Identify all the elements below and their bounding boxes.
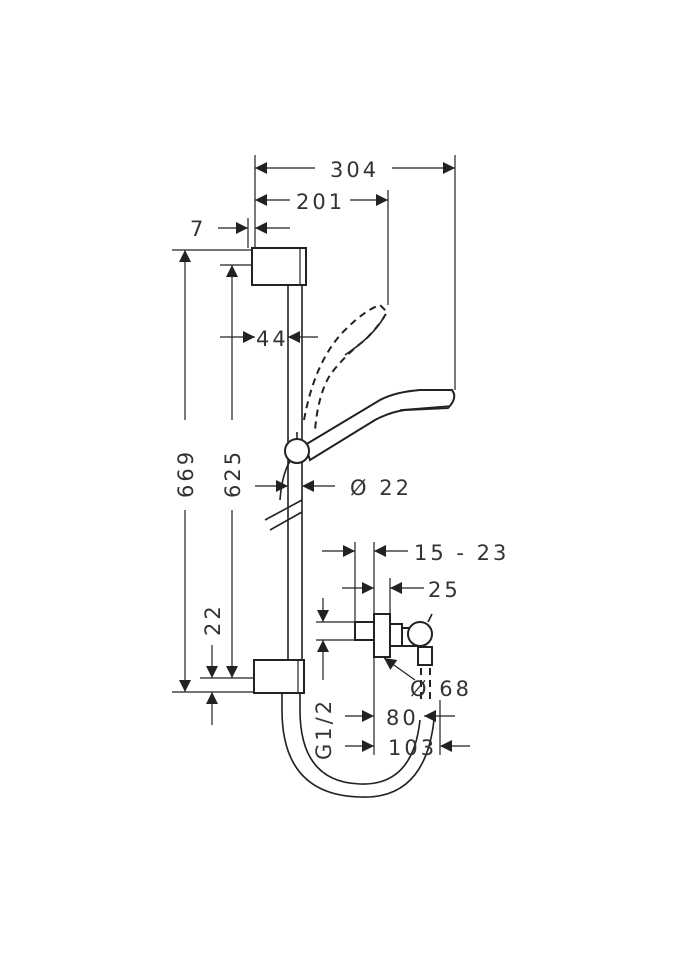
- dim-15-23: 15 - 23: [414, 541, 509, 565]
- hand-shower-tilted-outline: [303, 303, 389, 431]
- wall-outlet-valve: [354, 613, 433, 700]
- dim-304: 304: [330, 158, 379, 182]
- dim-44: 44: [256, 327, 289, 351]
- dim-7: 7: [190, 217, 206, 241]
- dim-80: 80: [386, 706, 419, 730]
- dim-201: 201: [296, 190, 345, 214]
- hand-shower: [284, 389, 456, 464]
- dim-rosette-diameter: Ø 68: [410, 677, 472, 701]
- bottom-wall-bracket: [253, 659, 305, 694]
- dim-103: 103: [388, 736, 437, 760]
- dim-669: 669: [174, 449, 198, 498]
- dim-22: 22: [201, 603, 225, 636]
- dim-25: 25: [428, 578, 461, 602]
- top-wall-bracket: [251, 247, 307, 286]
- shower-holder: [284, 438, 310, 464]
- dim-bar-diameter: Ø 22: [350, 476, 412, 500]
- rosette: [373, 613, 391, 658]
- shower-hose: [281, 693, 435, 798]
- dimension-lines: [172, 155, 470, 755]
- dim-thread: G1/2: [312, 698, 336, 760]
- dim-625: 625: [221, 449, 245, 498]
- slide-bar: [251, 247, 307, 694]
